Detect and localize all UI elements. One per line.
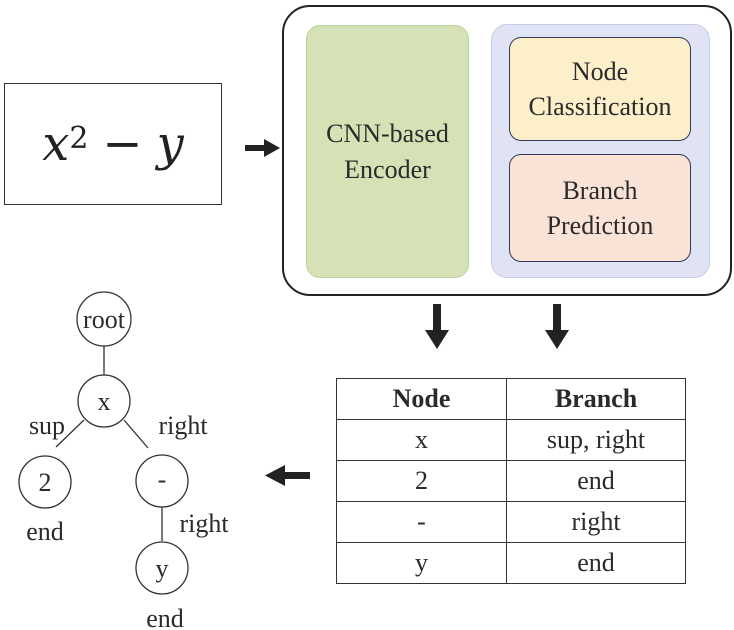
end-label-2: end — [26, 517, 64, 546]
tree-label-y: y — [156, 554, 169, 583]
table-row: y end — [336, 542, 686, 584]
tree-node-minus — [135, 454, 189, 508]
header-node: Node — [336, 378, 507, 420]
tree-edges — [55, 346, 163, 541]
cnn-encoder-box: CNN-based Encoder — [306, 25, 469, 278]
tree-label-root: root — [83, 305, 126, 334]
tree-label-minus: - — [158, 465, 167, 494]
end-label-y: end — [146, 604, 184, 630]
tree-node-y — [135, 541, 189, 595]
table-header-row: Node Branch — [336, 378, 686, 420]
arrow-down-icon — [425, 304, 449, 349]
input-exponent: 2 — [69, 120, 89, 156]
tree-node-2 — [18, 455, 72, 509]
table-row: x sup, right — [336, 419, 686, 461]
encoder-label: CNN-based Encoder — [326, 118, 449, 184]
cell-branch: end — [506, 460, 686, 502]
input-variable: y — [156, 116, 184, 172]
table-row: - right — [336, 501, 686, 543]
branch-prediction-box: Branch Prediction — [509, 154, 691, 262]
edge-label-sup: sup — [29, 411, 65, 440]
table-row: 2 end — [336, 460, 686, 502]
input-operator: − — [102, 116, 143, 172]
branch-prediction-label: Branch Prediction — [546, 176, 654, 240]
node-classification-box: Node Classification — [509, 37, 691, 141]
arrow-right-icon — [245, 139, 280, 157]
edge-x-2 — [55, 419, 85, 448]
cell-node: - — [336, 501, 507, 543]
tree-node-root — [76, 291, 132, 347]
input-base: x — [42, 116, 70, 172]
node-branch-table: Node Branch x sup, right 2 end - right y… — [336, 378, 686, 584]
cell-node: 2 — [336, 460, 507, 502]
cell-node: x — [336, 419, 507, 461]
tree-label-x: x — [98, 387, 111, 416]
tree-node-circles — [18, 291, 189, 595]
edge-x-minus — [123, 419, 149, 449]
tree-label-2: 2 — [39, 468, 52, 497]
node-classification-label: Node Classification — [528, 57, 672, 121]
arrow-down-icon — [545, 304, 569, 349]
cell-branch: right — [506, 501, 686, 543]
tree-node-x — [77, 374, 131, 428]
cell-branch: end — [506, 542, 686, 584]
edge-label-right-x: right — [158, 411, 208, 440]
cell-branch: sup, right — [506, 419, 686, 461]
arrow-left-icon — [265, 465, 310, 486]
edge-label-right-minus: right — [179, 509, 229, 538]
cell-node: y — [336, 542, 507, 584]
